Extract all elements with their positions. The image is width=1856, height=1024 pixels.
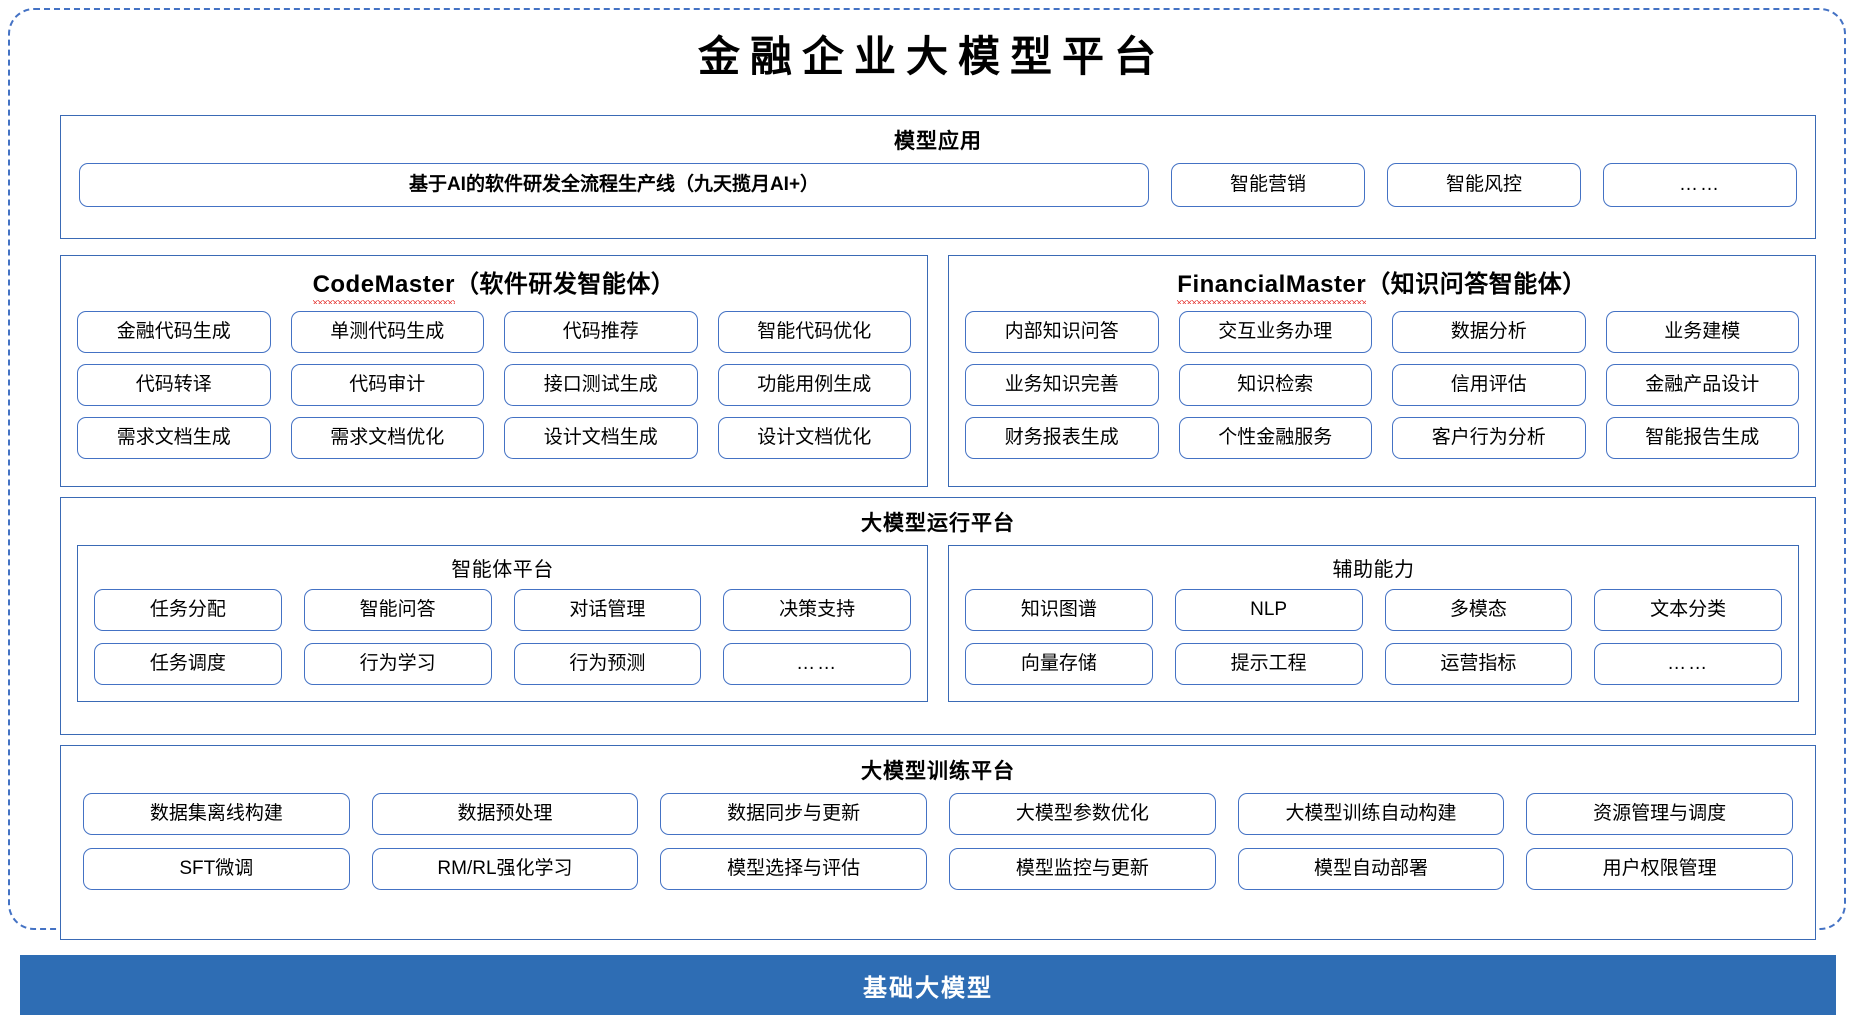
financialmaster-item-8[interactable]: 财务报表生成 xyxy=(965,417,1159,459)
codemaster-item-5[interactable]: 代码审计 xyxy=(290,364,484,406)
agent-item-grid-codemaster: 金融代码生成 单测代码生成 代码推荐 智能代码优化 代码转译 代码审计 接口测试… xyxy=(61,311,927,473)
agent-name-cn-financialmaster: （知识问答智能体） xyxy=(1366,271,1587,298)
training-platform-item-grid: 数据集离线构建 数据预处理 数据同步与更新 大模型参数优化 大模型训练自动构建 … xyxy=(61,793,1815,906)
foundation-model-banner: 基础大模型 xyxy=(20,955,1836,1015)
agent-platform-item-5[interactable]: 行为学习 xyxy=(303,643,492,685)
runtime-subpanel-row: 智能体平台 任务分配 智能问答 对话管理 决策支持 任务调度 行为学习 行为预测… xyxy=(61,545,1815,716)
financialmaster-item-10[interactable]: 客户行为分析 xyxy=(1392,417,1586,459)
agent-title-codemaster: CodeMaster（软件研发智能体） xyxy=(61,264,927,304)
codemaster-item-0[interactable]: 金融代码生成 xyxy=(77,311,271,353)
codemaster-item-8[interactable]: 需求文档生成 xyxy=(77,417,271,459)
training-item-4[interactable]: 大模型训练自动构建 xyxy=(1237,793,1505,835)
section-training-platform: 大模型训练平台 数据集离线构建 数据预处理 数据同步与更新 大模型参数优化 大模… xyxy=(60,745,1816,940)
training-item-5[interactable]: 资源管理与调度 xyxy=(1526,793,1793,835)
training-item-8[interactable]: 模型选择与评估 xyxy=(660,848,927,890)
codemaster-item-3[interactable]: 智能代码优化 xyxy=(717,311,911,353)
page-title: 金融企业大模型平台 xyxy=(697,35,1166,81)
agent-platform-item-3[interactable]: 决策支持 xyxy=(723,589,911,631)
agent-platform-item-0[interactable]: 任务分配 xyxy=(94,589,282,631)
codemaster-item-6[interactable]: 接口测试生成 xyxy=(504,364,698,406)
codemaster-item-1[interactable]: 单测代码生成 xyxy=(290,311,484,353)
model-application-row: 基于AI的软件研发全流程生产线（九天揽月AI+） 智能营销 智能风控 …… xyxy=(61,163,1815,207)
auxiliary-item-4[interactable]: 向量存储 xyxy=(965,643,1153,685)
codemaster-item-11[interactable]: 设计文档优化 xyxy=(717,417,911,459)
section-agent-financialmaster: FinancialMaster（知识问答智能体） 内部知识问答 交互业务办理 数… xyxy=(948,255,1816,487)
agent-platform-item-1[interactable]: 智能问答 xyxy=(303,589,492,631)
auxiliary-item-6[interactable]: 运营指标 xyxy=(1384,643,1573,685)
training-item-6[interactable]: SFT微调 xyxy=(83,848,350,890)
codemaster-item-2[interactable]: 代码推荐 xyxy=(504,311,698,353)
financialmaster-item-1[interactable]: 交互业务办理 xyxy=(1178,311,1372,353)
codemaster-item-9[interactable]: 需求文档优化 xyxy=(290,417,484,459)
app-item-1[interactable]: 智能风控 xyxy=(1387,163,1581,207)
auxiliary-item-5[interactable]: 提示工程 xyxy=(1174,643,1363,685)
training-item-1[interactable]: 数据预处理 xyxy=(371,793,639,835)
app-item-main-product[interactable]: 基于AI的软件研发全流程生产线（九天揽月AI+） xyxy=(79,163,1149,207)
section-title-model-application: 模型应用 xyxy=(894,130,982,153)
training-item-0[interactable]: 数据集离线构建 xyxy=(83,793,350,835)
agent-platform-item-7[interactable]: …… xyxy=(723,643,911,685)
agent-platform-item-2[interactable]: 对话管理 xyxy=(513,589,702,631)
agent-name-en-financialmaster: FinancialMaster xyxy=(1177,271,1367,304)
financialmaster-item-9[interactable]: 个性金融服务 xyxy=(1178,417,1372,459)
auxiliary-item-7[interactable]: …… xyxy=(1594,643,1782,685)
agent-name-cn-codemaster: （软件研发智能体） xyxy=(454,271,676,298)
training-item-7[interactable]: RM/RL强化学习 xyxy=(371,848,639,890)
codemaster-item-7[interactable]: 功能用例生成 xyxy=(717,364,911,406)
subpanel-title-auxiliary-capability: 辅助能力 xyxy=(1332,559,1415,581)
section-title-training-platform: 大模型训练平台 xyxy=(861,760,1015,783)
training-item-11[interactable]: 用户权限管理 xyxy=(1526,848,1793,890)
financialmaster-item-6[interactable]: 信用评估 xyxy=(1392,364,1586,406)
section-runtime-platform: 大模型运行平台 智能体平台 任务分配 智能问答 对话管理 决策支持 任务调度 行… xyxy=(60,497,1816,735)
financialmaster-item-2[interactable]: 数据分析 xyxy=(1392,311,1586,353)
auxiliary-item-2[interactable]: 多模态 xyxy=(1384,589,1573,631)
financialmaster-item-7[interactable]: 金融产品设计 xyxy=(1605,364,1799,406)
agent-name-en-codemaster: CodeMaster xyxy=(312,271,456,304)
financialmaster-item-4[interactable]: 业务知识完善 xyxy=(965,364,1159,406)
subpanel-title-agent-platform: 智能体平台 xyxy=(451,559,554,581)
auxiliary-item-0[interactable]: 知识图谱 xyxy=(965,589,1153,631)
auxiliary-item-1[interactable]: NLP xyxy=(1174,589,1363,631)
financialmaster-item-5[interactable]: 知识检索 xyxy=(1178,364,1372,406)
section-title-runtime-platform: 大模型运行平台 xyxy=(861,512,1015,535)
app-item-2[interactable]: …… xyxy=(1603,163,1797,207)
codemaster-item-4[interactable]: 代码转译 xyxy=(77,364,271,406)
codemaster-item-10[interactable]: 设计文档生成 xyxy=(504,417,698,459)
agent-title-financialmaster: FinancialMaster（知识问答智能体） xyxy=(949,264,1815,304)
auxiliary-capability-item-grid: 知识图谱 NLP 多模态 文本分类 向量存储 提示工程 运营指标 …… xyxy=(949,589,1798,699)
app-item-0[interactable]: 智能营销 xyxy=(1171,163,1365,207)
financialmaster-item-11[interactable]: 智能报告生成 xyxy=(1605,417,1799,459)
training-item-2[interactable]: 数据同步与更新 xyxy=(660,793,927,835)
subpanel-auxiliary-capability: 辅助能力 知识图谱 NLP 多模态 文本分类 向量存储 提示工程 运营指标 …… xyxy=(948,545,1799,702)
agent-platform-item-4[interactable]: 任务调度 xyxy=(94,643,282,685)
financialmaster-item-3[interactable]: 业务建模 xyxy=(1605,311,1799,353)
financialmaster-item-0[interactable]: 内部知识问答 xyxy=(965,311,1159,353)
training-item-9[interactable]: 模型监控与更新 xyxy=(948,848,1216,890)
training-item-10[interactable]: 模型自动部署 xyxy=(1237,848,1505,890)
agent-item-grid-financialmaster: 内部知识问答 交互业务办理 数据分析 业务建模 业务知识完善 知识检索 信用评估… xyxy=(949,311,1815,473)
section-agent-codemaster: CodeMaster（软件研发智能体） 金融代码生成 单测代码生成 代码推荐 智… xyxy=(60,255,928,487)
agent-platform-item-6[interactable]: 行为预测 xyxy=(513,643,702,685)
auxiliary-item-3[interactable]: 文本分类 xyxy=(1594,589,1782,631)
agent-platform-item-grid: 任务分配 智能问答 对话管理 决策支持 任务调度 行为学习 行为预测 …… xyxy=(78,589,927,699)
section-model-application: 模型应用 基于AI的软件研发全流程生产线（九天揽月AI+） 智能营销 智能风控 … xyxy=(60,115,1816,239)
training-item-3[interactable]: 大模型参数优化 xyxy=(948,793,1216,835)
subpanel-agent-platform: 智能体平台 任务分配 智能问答 对话管理 决策支持 任务调度 行为学习 行为预测… xyxy=(77,545,928,702)
diagram-outer-frame: 金融企业大模型平台 模型应用 基于AI的软件研发全流程生产线（九天揽月AI+） … xyxy=(8,8,1846,940)
